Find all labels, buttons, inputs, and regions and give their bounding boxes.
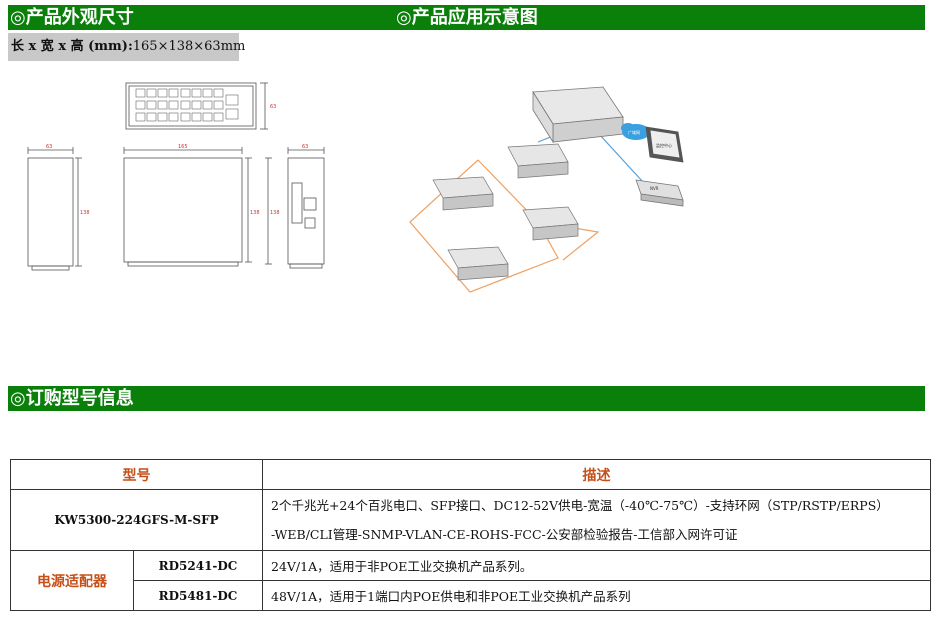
- nvr-label: NVR: [650, 186, 659, 191]
- nvr-icon: [635, 179, 684, 207]
- monitor-icon: [645, 126, 684, 163]
- dimensions-label: 长 x 宽 x 高 (mm):: [11, 39, 133, 54]
- adapter-description-cell: 24V/1A，适用于非POE工业交换机产品系列。: [262, 550, 931, 581]
- description-line-1: 2个千兆光+24个百兆电口、SFP接口、DC12-52V供电-宽温（-40℃-7…: [271, 498, 889, 513]
- section-header-ordering: ◎订购型号信息: [8, 386, 925, 411]
- header-description: 描述: [262, 459, 931, 490]
- adapter-category-cell: 电源适配器: [10, 550, 134, 611]
- dim-length: 165: [178, 144, 188, 150]
- dim-width-right: 63: [302, 144, 308, 150]
- description-cell: 2个千兆光+24个百兆电口、SFP接口、DC12-52V供电-宽温（-40℃-7…: [262, 489, 931, 551]
- ordering-section-title: ◎订购型号信息: [10, 388, 134, 409]
- adapter-description-cell: 48V/1A，适用于1端口内POE供电和非POE工业交换机产品系列: [262, 580, 931, 611]
- cloud-icon: [621, 123, 650, 140]
- dim-depth-mid: 138: [250, 210, 260, 216]
- model-cell: KW5300-224GFS-M-SFP: [10, 489, 263, 551]
- table-row: RD5481-DC 48V/1A，适用于1端口内POE供电和非POE工业交换机产…: [11, 580, 931, 611]
- dim-depth-left: 138: [80, 210, 90, 216]
- header-model: 型号: [10, 459, 263, 490]
- dimension-drawing: 63 63 165 63 138 138 138: [27, 82, 325, 271]
- table-header-row: 型号 描述: [10, 459, 931, 490]
- application-section-title: ◎产品应用示意图: [396, 7, 538, 28]
- dimensions-value: 165×138×63mm: [132, 39, 246, 54]
- dimensions-section-title: ◎产品外观尺寸: [10, 7, 134, 28]
- cloud-label: 广域网: [628, 129, 640, 135]
- section-header-top: ◎产品外观尺寸 ◎产品应用示意图: [8, 5, 925, 30]
- ordering-table: 型号 描述 KW5300-224GFS-M-SFP 2个千兆光+24个百兆电口、…: [10, 459, 931, 611]
- server-label: 监控中心: [656, 142, 672, 148]
- application-diagram: 广域网 监控中心 NVR: [409, 86, 684, 293]
- adapter-model-cell: RD5241-DC: [133, 550, 263, 581]
- dim-depth-right: 138: [270, 210, 280, 216]
- table-row: KW5300-224GFS-M-SFP 2个千兆光+24个百兆电口、SFP接口、…: [10, 489, 931, 551]
- dim-width-left: 63: [46, 144, 52, 150]
- dimensions-bar: 长 x 宽 x 高 (mm):165×138×63mm: [8, 33, 245, 61]
- description-line-2: -WEB/CLI管理-SNMP-VLAN-CE-ROHS-FCC-公安部检验报告…: [271, 527, 738, 542]
- table-row: 电源适配器 RD5241-DC 24V/1A，适用于非POE工业交换机产品系列。: [10, 550, 931, 611]
- adapter-model-cell: RD5481-DC: [133, 580, 263, 611]
- dim-height-top: 63: [270, 104, 276, 110]
